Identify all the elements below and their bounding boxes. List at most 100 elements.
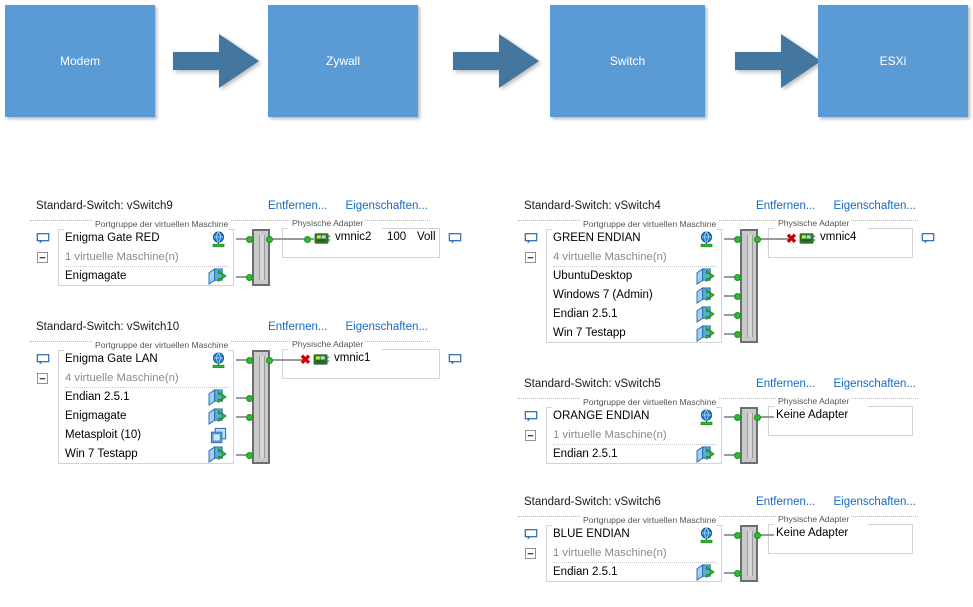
physical-adapter-box	[282, 350, 440, 379]
connection-dot	[734, 274, 741, 281]
properties-link[interactable]: Eigenschaften...	[833, 200, 916, 212]
pa-frame-right	[382, 228, 440, 229]
physical-adapter-box	[768, 229, 913, 258]
vmnic-label: vmnic1	[334, 352, 371, 364]
vm-running-icon	[696, 325, 715, 349]
vmnic-icon	[799, 232, 816, 248]
connection-dot	[734, 532, 741, 539]
port-group-callout-icon[interactable]	[36, 353, 50, 369]
properties-link[interactable]: Eigenschaften...	[345, 321, 428, 333]
portgroup-icon	[210, 231, 227, 255]
adapter-callout-icon[interactable]	[448, 353, 462, 369]
right-arrow-icon-1	[173, 32, 259, 90]
properties-link[interactable]: Eigenschaften...	[833, 496, 916, 508]
vswitch-actions: Entfernen... Eigenschaften...	[738, 200, 916, 212]
connection-dot	[734, 312, 741, 319]
connection-dot	[734, 331, 741, 338]
collapse-toggle[interactable]	[525, 430, 536, 444]
port-group-box: GREEN ENDIAN 4 virtuelle Maschine(n)Ubun…	[546, 229, 722, 343]
vm-count-row: 4 virtuelle Maschine(n)	[547, 248, 721, 267]
remove-link[interactable]: Entfernen...	[268, 200, 328, 212]
port-group-callout-icon[interactable]	[524, 410, 538, 426]
remove-link[interactable]: Entfernen...	[756, 200, 816, 212]
vm-name: Endian 2.5.1	[553, 448, 618, 460]
vm-row[interactable]: Endian 2.5.1	[547, 563, 721, 582]
port-group-box: Enigma Gate LAN 4 virtuelle Maschine(n)E…	[58, 350, 234, 464]
adapter-callout-icon[interactable]	[921, 232, 935, 248]
properties-link[interactable]: Eigenschaften...	[833, 378, 916, 390]
pa-frame-left	[768, 228, 774, 229]
vm-name: Win 7 Testapp	[553, 327, 626, 339]
connection-dot	[246, 274, 253, 281]
vm-count-label: 1 virtuelle Maschine(n)	[553, 547, 667, 559]
vmnic-duplex: Voll	[417, 231, 436, 243]
adapter-callout-icon[interactable]	[448, 232, 462, 248]
port-group-row[interactable]: Enigma Gate LAN	[59, 350, 233, 369]
flow-box-zywall: Zywall	[268, 5, 418, 117]
vm-name: Endian 2.5.1	[65, 391, 130, 403]
connection-dot	[754, 236, 761, 243]
vm-row[interactable]: Endian 2.5.1	[547, 445, 721, 464]
vswitch-bar	[252, 350, 270, 464]
port-group-row[interactable]: BLUE ENDIAN	[547, 525, 721, 544]
flow-box-esxi: ESXi	[818, 5, 968, 117]
port-group-row[interactable]: ORANGE ENDIAN	[547, 407, 721, 426]
vm-row[interactable]: UbuntuDesktop	[547, 267, 721, 286]
vm-row[interactable]: Endian 2.5.1	[59, 388, 233, 407]
connection-dot	[246, 395, 253, 402]
pa-frame-left	[768, 524, 774, 525]
vm-name: Windows 7 (Admin)	[553, 289, 653, 301]
vm-wire	[236, 416, 252, 418]
vswitch-actions: Entfernen... Eigenschaften...	[250, 200, 428, 212]
port-group-legend: Portgruppe der virtuellen Maschine	[93, 340, 231, 350]
vm-row[interactable]: Win 7 Testapp	[59, 445, 233, 464]
port-group-row[interactable]: GREEN ENDIAN	[547, 229, 721, 248]
collapse-toggle[interactable]	[37, 252, 48, 266]
vm-wire	[724, 333, 740, 335]
vm-row[interactable]: Enigmagate	[59, 407, 233, 426]
flow-box-switch: Switch	[550, 5, 705, 117]
remove-link[interactable]: Entfernen...	[756, 378, 816, 390]
vm-row[interactable]: Win 7 Testapp	[547, 324, 721, 343]
vm-running-icon	[208, 446, 227, 470]
adapter-wire	[270, 238, 314, 240]
vm-count-row: 1 virtuelle Maschine(n)	[59, 248, 233, 267]
port-group-callout-icon[interactable]	[524, 232, 538, 248]
collapse-toggle[interactable]	[525, 252, 536, 266]
pa-frame-left	[768, 406, 774, 407]
vmnic-speed: 100	[387, 231, 407, 243]
collapse-toggle[interactable]	[37, 373, 48, 387]
pa-frame-right	[382, 349, 440, 350]
vm-count-label: 1 virtuelle Maschine(n)	[65, 251, 179, 263]
collapse-toggle[interactable]	[525, 548, 536, 562]
portgroup-wire	[724, 238, 740, 240]
vm-running-icon	[696, 446, 715, 470]
port-group-callout-icon[interactable]	[524, 528, 538, 544]
vm-name: Enigmagate	[65, 410, 127, 422]
port-group-name: BLUE ENDIAN	[553, 528, 630, 540]
vm-row[interactable]: Endian 2.5.1	[547, 305, 721, 324]
vm-wire	[724, 314, 740, 316]
flow-box-modem: Modem	[5, 5, 155, 117]
port-group-callout-icon[interactable]	[36, 232, 50, 248]
vm-row[interactable]: Enigmagate	[59, 267, 233, 286]
physical-adapter-box	[282, 229, 440, 258]
remove-link[interactable]: Entfernen...	[268, 321, 328, 333]
properties-link[interactable]: Eigenschaften...	[345, 200, 428, 212]
adapter-wire	[270, 359, 304, 361]
vswitch-actions: Entfernen... Eigenschaften...	[738, 496, 916, 508]
port-group-row[interactable]: Enigma Gate RED	[59, 229, 233, 248]
vm-row[interactable]: Metasploit (10)	[59, 426, 233, 445]
connection-dot	[734, 414, 741, 421]
remove-link[interactable]: Entfernen...	[756, 496, 816, 508]
connection-dot	[754, 532, 761, 539]
connection-dot	[754, 414, 761, 421]
vm-name: Endian 2.5.1	[553, 566, 618, 578]
connection-dot	[266, 236, 273, 243]
vmnic-icon	[314, 232, 331, 248]
vm-row[interactable]: Windows 7 (Admin)	[547, 286, 721, 305]
adapter-error-icon: ✖	[300, 352, 311, 367]
